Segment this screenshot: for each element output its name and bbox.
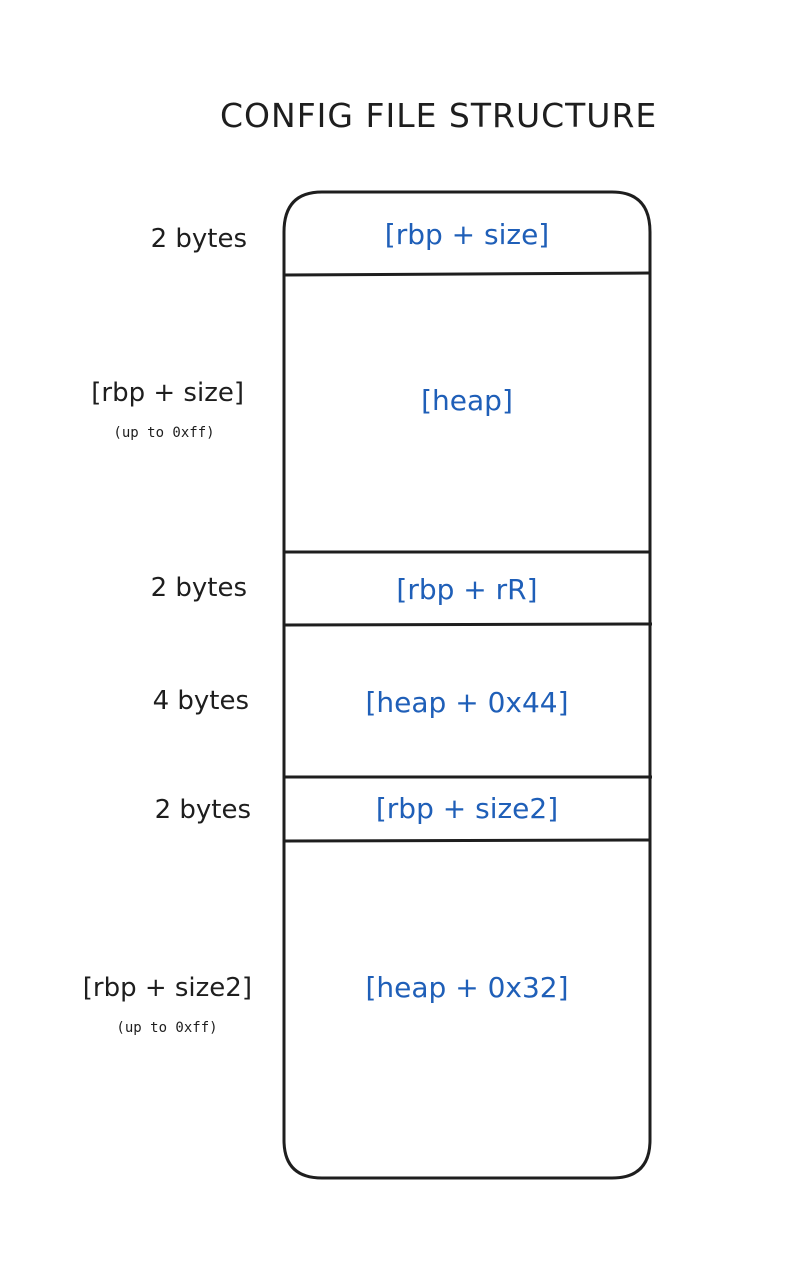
row-2-size-label: [rbp + size] [91, 378, 244, 408]
row-6-size-label: [rbp + size2] [82, 973, 252, 1003]
row-3-size-label: 2 bytes [150, 573, 247, 603]
row-1-size-label: 2 bytes [150, 224, 247, 254]
structure-outline [282, 190, 652, 1180]
row-3-field-label: [rbp + rR] [396, 573, 538, 606]
diagram-title: CONFIG FILE STRUCTURE [220, 96, 658, 135]
row-5-field-label: [rbp + size2] [375, 792, 559, 825]
divider-line-1 [283, 271, 651, 277]
row-6-field-label: [heap + 0x32] [365, 971, 569, 1004]
row-5-size-label: 2 bytes [154, 795, 251, 825]
row-1-field-label: [rbp + size] [384, 218, 550, 251]
row-4-field-label: [heap + 0x44] [365, 686, 569, 719]
row-6-size-note: (up to 0xff) [116, 1020, 218, 1036]
divider-line-3 [283, 622, 653, 627]
row-2-size-note: (up to 0xff) [113, 425, 215, 441]
row-4-size-label: 4 bytes [152, 686, 249, 716]
row-2-field-label: [heap] [421, 384, 513, 417]
divider-line-5 [283, 838, 651, 843]
